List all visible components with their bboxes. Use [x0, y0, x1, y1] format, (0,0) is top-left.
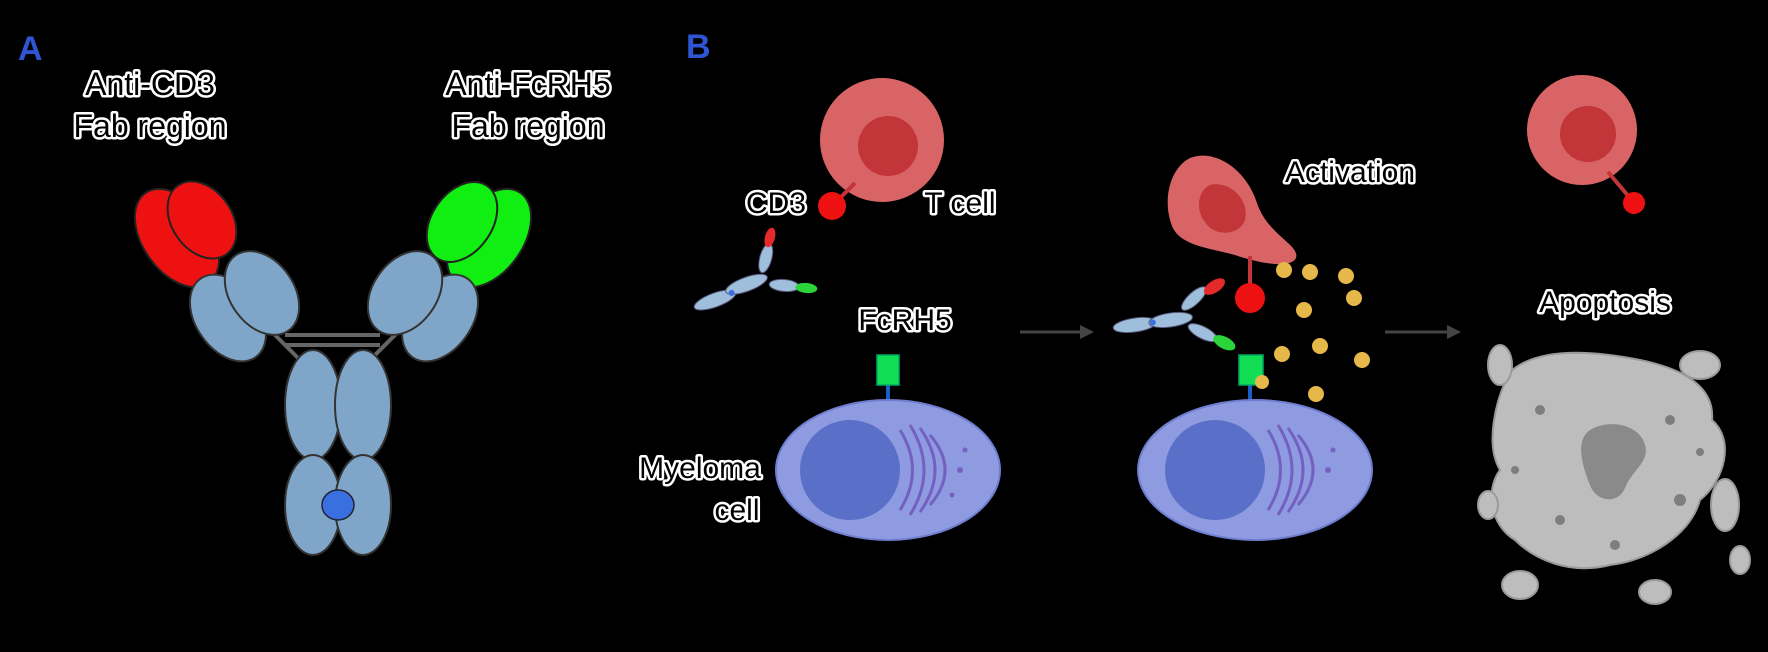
fc-domain	[284, 349, 342, 461]
anti-cd3-vl-domain	[166, 180, 238, 260]
anti-cd3-label: Anti-CD3	[85, 66, 215, 102]
cd3-receptor	[1235, 283, 1265, 313]
condensed-nucleus	[1581, 424, 1646, 500]
cd3-stalk	[1606, 170, 1632, 200]
t-cell-nucleus	[858, 116, 918, 176]
t-cell-nucleus	[1560, 106, 1616, 162]
cd3-receptor	[818, 192, 846, 220]
process-arrow-2	[1385, 325, 1461, 339]
t-cell-label: T cell	[924, 187, 995, 220]
anti-fcrh5-sublabel: Fab region	[452, 108, 605, 144]
fc-domain	[334, 349, 392, 461]
endoplasmic-reticulum	[1266, 424, 1315, 516]
fc-center-dot	[321, 489, 355, 521]
cytokine-granules	[1255, 262, 1370, 402]
antibody-constant-domain	[223, 250, 301, 336]
fcrh5-label: FcRH5	[858, 304, 951, 337]
antibody-diagram	[133, 180, 533, 556]
cd3-label: CD3	[746, 187, 806, 220]
activated-t-cell-nucleus	[1198, 184, 1246, 233]
myeloma-sublabel: cell	[714, 494, 759, 527]
stage-2-activation	[1112, 155, 1373, 541]
anti-fcrh5-label: Anti-FcRH5	[445, 66, 610, 102]
fcrh5-receptor	[876, 354, 900, 386]
bispecific-antibody-small	[693, 227, 818, 311]
apoptotic-bodies	[1477, 344, 1751, 605]
stage-1-binding	[693, 78, 1001, 541]
anti-cd3-sublabel: Fab region	[74, 108, 227, 144]
myeloma-label: Myeloma	[639, 452, 761, 485]
panel-b-letter: B	[686, 28, 711, 66]
myeloma-nucleus	[1165, 420, 1265, 520]
myeloma-nucleus	[800, 420, 900, 520]
antibody-constant-domain	[366, 250, 444, 336]
anti-fcrh5-vl-domain	[425, 181, 499, 263]
apoptosis-label: Apoptosis	[1539, 286, 1671, 319]
cd3-receptor	[1623, 192, 1645, 214]
cell-fragments	[1511, 405, 1704, 550]
activation-label: Activation	[1285, 156, 1415, 189]
panel-a-letter: A	[18, 30, 43, 68]
process-arrow-1	[1020, 325, 1094, 339]
stage-3-apoptosis	[1477, 75, 1751, 605]
endoplasmic-reticulum	[898, 424, 947, 516]
bound-bispecific-antibody	[1112, 278, 1236, 351]
